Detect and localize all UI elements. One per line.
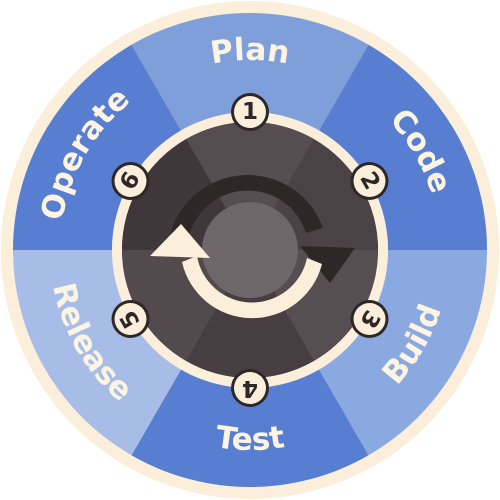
dark-arrow-body [170,175,323,240]
stage-number-1: 1 [242,99,258,125]
dark-arrow-head [300,246,355,283]
cycle-arrows-icon [150,175,355,319]
segment-release [13,250,181,456]
light-arrow-head [150,224,210,258]
segment-code [319,44,487,250]
stage-badge-3: 3 [350,300,389,338]
center-shade-code [274,139,378,250]
center-shade-test [186,291,314,379]
segment-test [131,369,369,487]
segment-operate [13,44,181,250]
stage-badge-5: 5 [111,300,150,338]
stage-badge-2: 2 [350,162,389,200]
badges-group: 1 2 3 4 5 6 [111,93,389,407]
stage-badge-1: 1 [231,93,269,131]
segment-plan [131,12,369,131]
center-core [202,202,298,298]
stage-badge-4: 4 [231,369,269,407]
stage-badge-6: 6 [111,162,150,200]
segments-group [13,12,487,487]
center-shade-operate [122,139,226,250]
segment-build [319,250,487,456]
stage-label-plan: Plan [208,32,292,72]
light-arrow-body [182,256,322,319]
stage-label-test: Test [213,419,286,458]
stage-number-4: 4 [242,375,258,401]
